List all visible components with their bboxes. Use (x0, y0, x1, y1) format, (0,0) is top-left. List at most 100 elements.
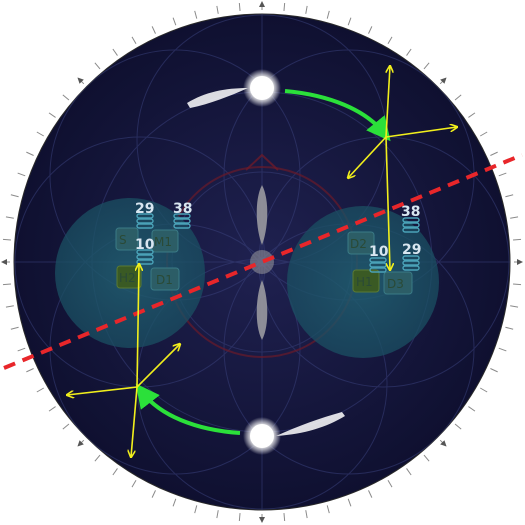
center-chevron (245, 153, 279, 171)
tile-m1-label: M1 (154, 235, 172, 249)
tick-mark-icon (347, 17, 352, 26)
left-tile-group: S M1 H2 D1 (115, 227, 180, 291)
tick-mark-icon (216, 510, 219, 519)
tick-mark-icon (151, 490, 156, 498)
tile-d2-label: D2 (350, 237, 367, 251)
marker-triangle-icon (259, 1, 265, 7)
tile-s[interactable] (115, 227, 139, 251)
badge-left-10: 10 (135, 237, 155, 253)
badge-left-38: 38 (173, 201, 192, 217)
tick-mark-icon (423, 454, 430, 462)
tick-mark-icon (216, 5, 219, 14)
tick-mark-icon (283, 512, 286, 522)
tick-mark-icon (454, 423, 462, 430)
tick-mark-icon (512, 283, 522, 286)
tick-mark-icon (2, 283, 12, 286)
tick-mark-icon (5, 305, 14, 308)
tick-mark-icon (17, 172, 26, 177)
tile-h1[interactable] (352, 269, 380, 293)
top-orb[interactable] (187, 69, 281, 108)
stack-icon (402, 217, 420, 233)
tick-mark-icon (62, 423, 70, 430)
tick-mark-icon (510, 216, 519, 219)
tick-mark-icon (172, 498, 177, 507)
divider-dashed-line (3, 153, 523, 370)
tick-mark-icon (112, 48, 118, 56)
tick-mark-icon (479, 131, 488, 137)
badge-left-29: 29 (135, 201, 154, 217)
right-tile-group: D2 H1 D3 (347, 231, 413, 295)
tick-mark-icon (26, 368, 34, 373)
tick-mark-icon (62, 94, 70, 101)
tick-mark-icon (305, 510, 308, 519)
tick-mark-icon (512, 238, 522, 241)
stack-icon (402, 255, 420, 271)
stack-icon (173, 213, 191, 229)
badge-right-29: 29 (402, 242, 421, 258)
tile-h2[interactable] (116, 265, 142, 289)
tick-mark-icon (490, 151, 498, 156)
bottom-orb-trail (276, 412, 345, 436)
top-orb-trail (187, 88, 248, 108)
marker-triangle-icon (259, 517, 265, 523)
tick-mark-icon (468, 406, 476, 412)
tick-mark-icon (406, 468, 412, 476)
tick-mark-icon (283, 2, 286, 12)
tile-h2-label: H2 (119, 271, 136, 285)
green-arrow-bottom (135, 383, 241, 435)
tick-mark-icon (498, 347, 507, 352)
badge-right-10: 10 (369, 244, 389, 260)
tile-d2[interactable] (347, 231, 375, 255)
tick-mark-icon (10, 326, 19, 330)
tick-mark-icon (406, 48, 412, 56)
yellow-arrows-top-right (348, 66, 457, 270)
tick-mark-icon (387, 36, 393, 45)
stack-icon (136, 249, 154, 265)
tick-mark-icon (112, 468, 118, 476)
tick-mark-icon (172, 17, 177, 26)
tile-m1[interactable] (151, 229, 179, 253)
tile-h1-label: H1 (356, 275, 373, 289)
tick-mark-icon (194, 10, 198, 19)
bottom-orb[interactable] (243, 412, 345, 455)
tile-d1-label: D1 (156, 273, 173, 287)
tick-mark-icon (490, 368, 498, 373)
marker-triangle-icon (77, 77, 84, 84)
tile-d1[interactable] (150, 267, 180, 291)
tick-mark-icon (131, 36, 137, 45)
tick-mark-icon (131, 479, 137, 488)
tick-mark-icon (194, 505, 198, 514)
tick-mark-icon (423, 62, 430, 70)
tile-d3-label: D3 (387, 277, 404, 291)
tick-mark-icon (2, 238, 12, 241)
tick-mark-icon (468, 112, 476, 118)
tick-mark-icon (26, 151, 34, 156)
tick-mark-icon (17, 347, 26, 352)
tick-mark-icon (505, 326, 514, 330)
tick-mark-icon (48, 112, 56, 118)
yellow-arrows-bottom-left (67, 264, 180, 457)
tick-mark-icon (5, 216, 14, 219)
tick-mark-icon (505, 194, 514, 198)
tick-mark-icon (454, 94, 462, 101)
tick-mark-icon (368, 490, 373, 498)
badge-right-38: 38 (401, 204, 420, 220)
tick-mark-icon (10, 194, 19, 198)
tick-mark-icon (94, 62, 101, 70)
tick-mark-icon (238, 2, 241, 12)
stack-icon (136, 213, 154, 229)
tick-mark-icon (305, 5, 308, 14)
badges: 29 38 10 38 10 29 (135, 201, 421, 260)
tick-mark-icon (510, 305, 519, 308)
tick-mark-icon (498, 172, 507, 177)
tick-mark-icon (479, 387, 488, 393)
tile-d3[interactable] (383, 271, 413, 295)
tile-s-label: S (119, 233, 127, 247)
tick-mark-icon (48, 406, 56, 412)
marker-triangle-icon (440, 77, 447, 84)
tick-mark-icon (326, 10, 330, 19)
marker-triangle-icon (440, 440, 447, 447)
stack-icon (369, 257, 387, 273)
tick-mark-icon (151, 26, 156, 34)
